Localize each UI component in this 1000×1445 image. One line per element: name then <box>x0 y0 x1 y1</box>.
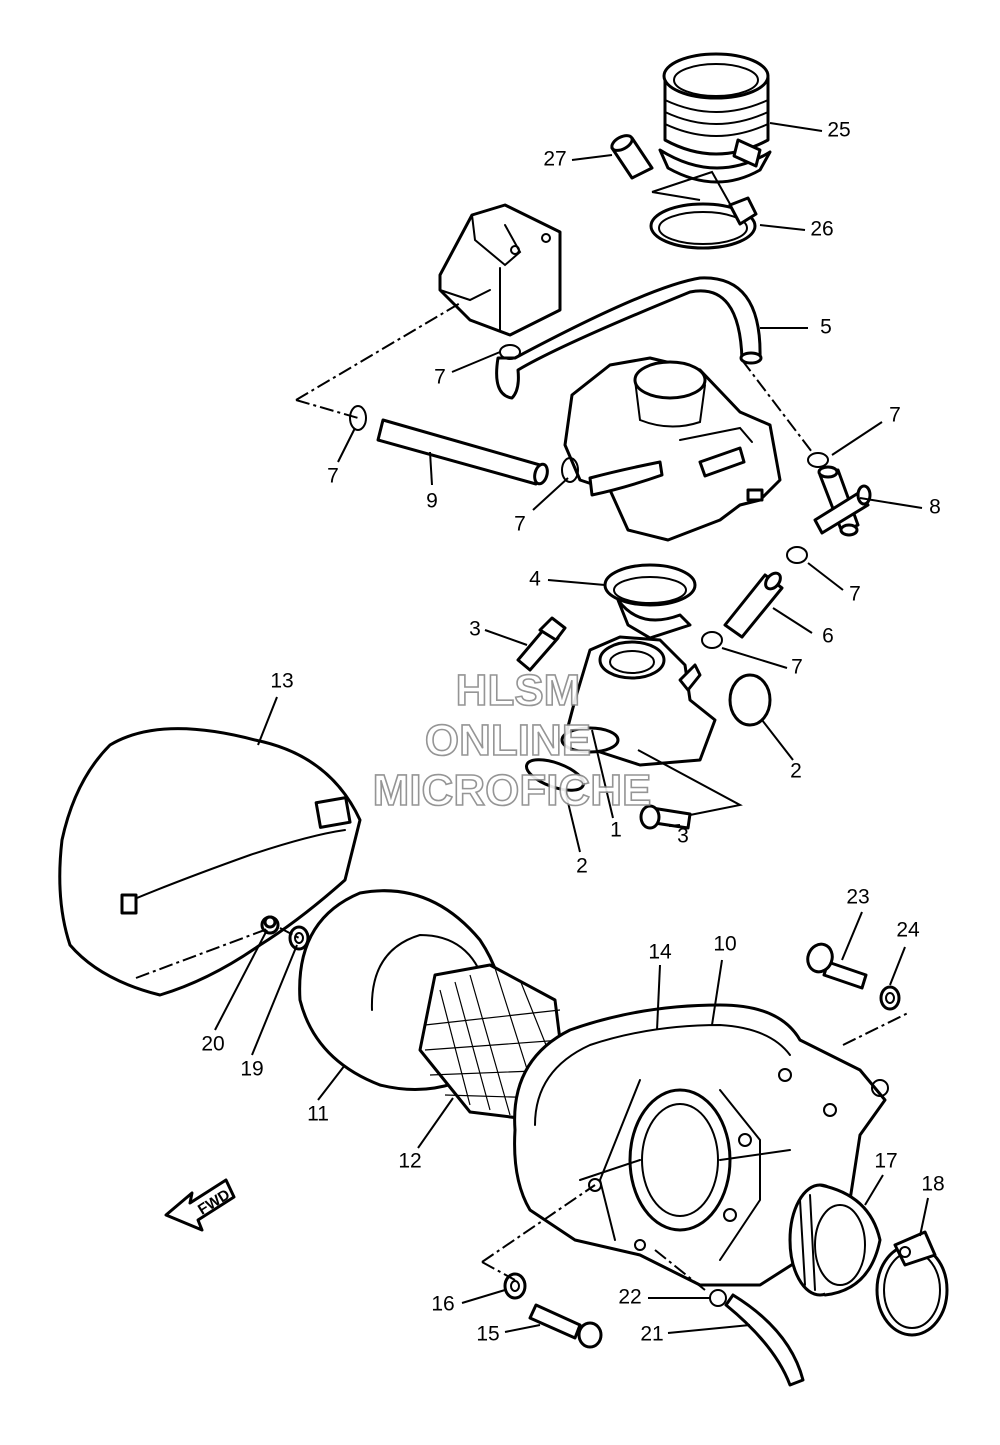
fwd-arrow: FWD <box>164 1178 236 1232</box>
part-6-hose <box>723 571 784 639</box>
callout-3-b[interactable]: 3 <box>677 825 689 848</box>
alignment-lines <box>135 301 911 1291</box>
callout-7-c[interactable]: 7 <box>514 513 526 536</box>
callout-26[interactable]: 26 <box>810 218 833 241</box>
watermark: HLSM ONLINE MICROFICHE <box>372 665 652 816</box>
callout-27[interactable]: 27 <box>543 148 566 171</box>
callouts: 25 27 26 5 7 7 9 7 7 8 7 4 6 3 7 13 2 1 … <box>201 119 944 1346</box>
callout-14[interactable]: 14 <box>648 941 672 964</box>
leader-lines <box>214 122 929 1334</box>
callout-9[interactable]: 9 <box>426 490 438 513</box>
callout-4[interactable]: 4 <box>529 568 541 591</box>
callout-21[interactable]: 21 <box>640 1323 663 1346</box>
callout-15[interactable]: 15 <box>476 1323 499 1346</box>
callout-7-b[interactable]: 7 <box>327 465 339 488</box>
callout-11[interactable]: 11 <box>307 1103 329 1126</box>
part-24-washer <box>879 985 901 1011</box>
callout-1[interactable]: 1 <box>610 819 622 842</box>
callout-2-a[interactable]: 2 <box>790 760 802 783</box>
callout-17[interactable]: 17 <box>874 1150 897 1173</box>
part-26-clamp-band <box>649 170 758 250</box>
callout-7-a[interactable]: 7 <box>434 366 446 389</box>
part-17-joint <box>788 1183 882 1297</box>
callout-18[interactable]: 18 <box>921 1173 944 1196</box>
breather-cover <box>438 203 562 337</box>
watermark-line-1: HLSM <box>456 666 581 715</box>
callout-24[interactable]: 24 <box>896 919 920 942</box>
callout-20[interactable]: 20 <box>201 1033 224 1056</box>
part-19-washer <box>288 925 310 951</box>
callout-7-d[interactable]: 7 <box>889 404 901 427</box>
part-5-breather-hose <box>495 276 763 400</box>
part-2-o-ring-large <box>728 673 772 727</box>
callout-10[interactable]: 10 <box>713 933 736 956</box>
callout-2-b[interactable]: 2 <box>576 855 588 878</box>
callout-13[interactable]: 13 <box>270 670 293 693</box>
callout-23[interactable]: 23 <box>846 886 869 909</box>
callout-7-e[interactable]: 7 <box>849 583 861 606</box>
part-13-cover <box>58 727 362 997</box>
part-2-o-ring-small <box>525 758 585 792</box>
carburetor-body <box>563 356 782 542</box>
part-8-t-joint <box>813 465 872 537</box>
part-21-drain-hose <box>724 1293 805 1387</box>
callout-3-a[interactable]: 3 <box>469 618 481 641</box>
callout-5[interactable]: 5 <box>820 316 832 339</box>
part-25-intake-joint <box>658 52 772 184</box>
callout-6[interactable]: 6 <box>822 625 834 648</box>
part-9-hose <box>376 418 549 486</box>
watermark-line-3: MICROFICHE <box>373 766 652 815</box>
callout-7-f[interactable]: 7 <box>791 656 803 679</box>
part-16-washer <box>503 1272 527 1300</box>
callout-22[interactable]: 22 <box>618 1286 641 1309</box>
watermark-line-2: ONLINE <box>425 716 591 765</box>
part-3-bolt-upper <box>516 616 567 672</box>
callout-16[interactable]: 16 <box>431 1293 454 1316</box>
part-1-manifold <box>560 635 717 767</box>
callout-25[interactable]: 25 <box>827 119 850 142</box>
part-23-bolt <box>806 942 868 990</box>
part-4-clamp <box>603 563 697 640</box>
part-20-screw <box>263 915 277 929</box>
part-18-clamp <box>875 1230 949 1337</box>
callout-12[interactable]: 12 <box>398 1150 421 1173</box>
callout-8[interactable]: 8 <box>929 496 941 519</box>
callout-19[interactable]: 19 <box>240 1058 263 1081</box>
part-27-hose <box>610 134 654 180</box>
part-15-bolt <box>528 1303 603 1349</box>
